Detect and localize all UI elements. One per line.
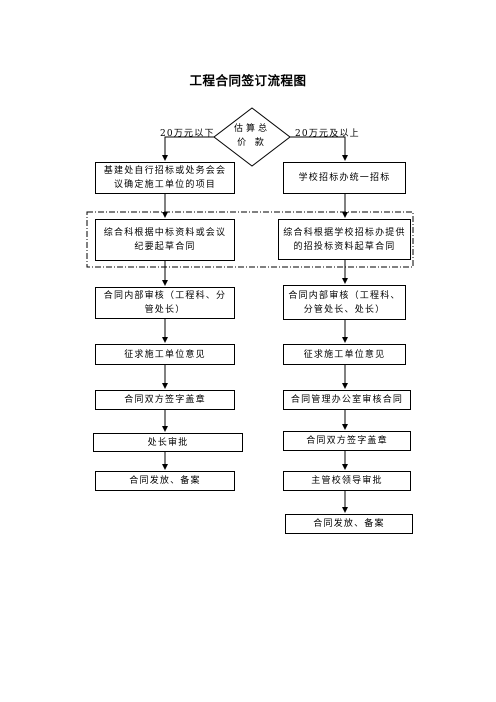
branch-left-line [162,136,214,161]
right-step-sign-seal: 合同双方签字盖章 [283,431,411,451]
left-step-distribute-file: 合同发放、备案 [95,471,235,491]
branch-right-label: 20万元及以上 [295,129,360,139]
right-step-distribute-file: 合同发放、备案 [285,514,413,534]
right-step-contractor-opinion: 征求施工单位意见 [283,344,406,365]
right-step-draft-contract: 综合科根据学校招标办提供的招投标资料起草合同 [278,219,411,260]
right-step-unified-bidding: 学校招标办统一招标 [283,162,406,194]
page-title: 工程合同签订流程图 [189,73,307,88]
decision-label: 估算总 价 款 [233,124,270,148]
left-step-internal-review: 合同内部审核（工程科、分管处长） [95,287,235,319]
right-step-contract-office-review: 合同管理办公室审核合同 [283,390,411,410]
right-step-internal-review: 合同内部审核（工程科、分管处长、处长） [283,285,406,320]
left-step-draft-contract: 综合科根据中标资料或会议纪要起草合同 [95,219,235,261]
branch-left-label: 20万元以下 [160,129,215,139]
drafting-stage-group [86,211,414,268]
branch-right-line [290,136,348,161]
left-step-contractor-opinion: 征求施工单位意见 [95,344,235,365]
decision-diamond [213,107,291,167]
left-step-sign-seal: 合同双方签字盖章 [95,390,235,410]
left-step-director-approval: 处长审批 [93,433,243,452]
left-step-select-contractor: 基建处自行招标或处务会会议确定施工单位的项目 [95,162,235,194]
right-step-leader-approval: 主管校领导审批 [283,471,411,491]
